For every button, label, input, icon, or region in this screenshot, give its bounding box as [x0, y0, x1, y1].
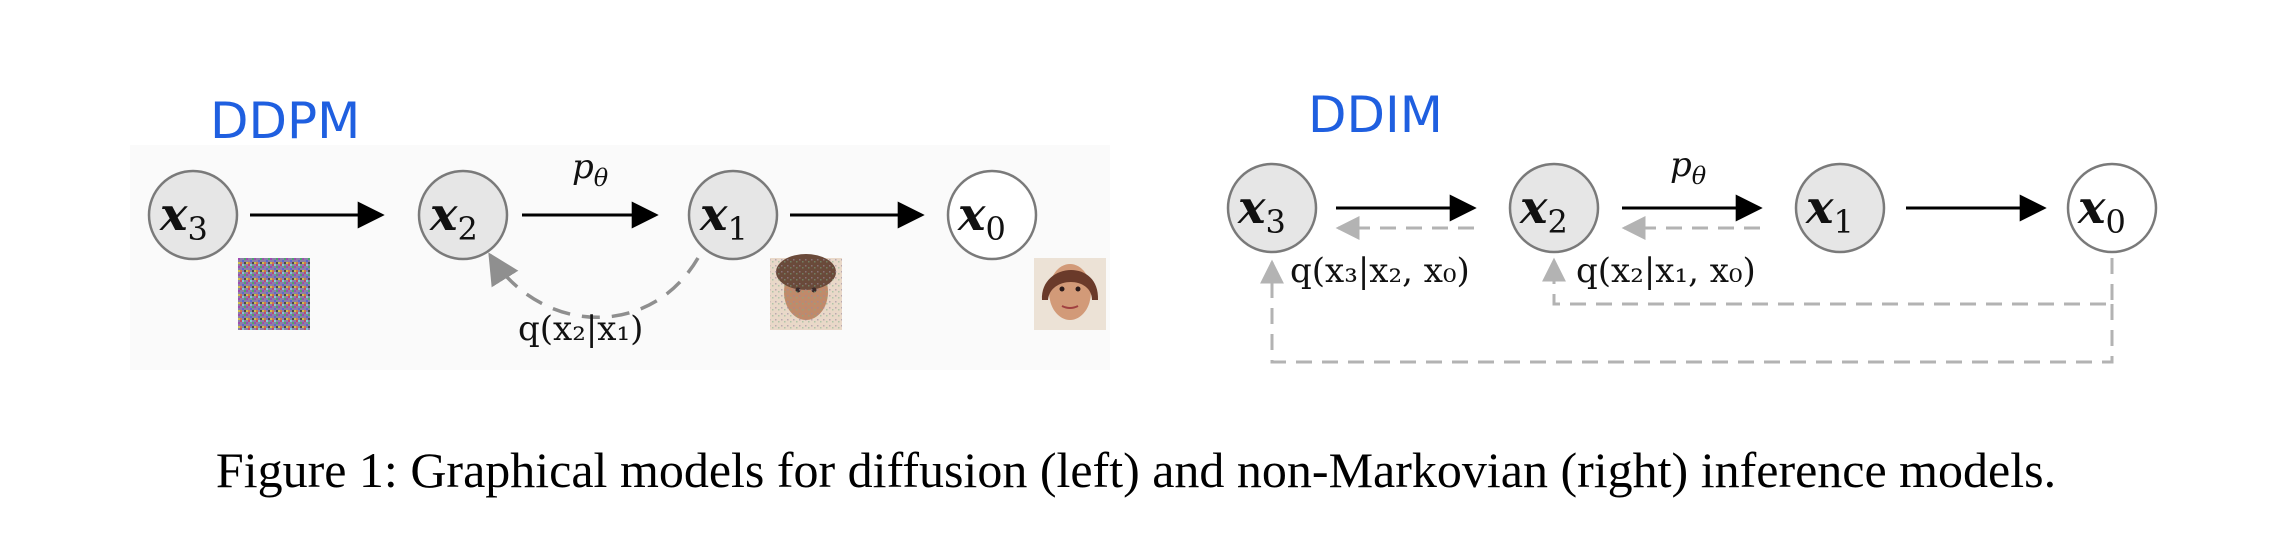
- figure-caption: Figure 1: Graphical models for diffusion…: [216, 442, 2056, 498]
- svg-text:x1: x1: [699, 187, 748, 248]
- noisy-face-image: [770, 254, 842, 330]
- ddim-x0-to-x2-edge: [1542, 257, 2114, 306]
- ddim-node-x2: x2: [1508, 162, 1600, 254]
- ddpm-reverse-edge-x1-x2: [488, 252, 700, 319]
- ddpm-node-x0: x0: [946, 169, 1038, 261]
- svg-text:x3: x3: [1237, 180, 1286, 241]
- svg-text:x1: x1: [1805, 180, 1854, 241]
- ddpm-node-x1: x1: [687, 169, 779, 261]
- svg-text:x2: x2: [429, 187, 478, 248]
- ddpm-forward-label: pθ: [572, 147, 609, 192]
- ddpm-reverse-label: q(x₂|x₁): [518, 309, 643, 349]
- svg-text:x0: x0: [2077, 180, 2126, 241]
- ddpm-node-x3: x3: [147, 169, 239, 261]
- svg-text:x2: x2: [1519, 180, 1568, 241]
- noise-image: [238, 258, 310, 330]
- ddim-inference-label-x3: q(x₃|x₂, x₀): [1290, 251, 1470, 291]
- ddim-node-x3: x3: [1226, 162, 1318, 254]
- svg-text:x3: x3: [159, 187, 208, 248]
- ddim-node-x1: x1: [1794, 162, 1886, 254]
- ddpm-handwritten-label: DDPM: [210, 92, 360, 150]
- ddim-handwritten-label: DDIM: [1308, 86, 1443, 144]
- clean-face-image: [1034, 258, 1106, 330]
- left-panel-background: [130, 145, 1110, 370]
- ddim-diagram: x3 x2 x1 x0 pθ q(x₃|x₂, x₀) q(x₂|x₁, x₀): [1226, 145, 2158, 364]
- ddim-forward-label: pθ: [1670, 145, 1707, 190]
- ddim-x0-to-x3-edge: [1260, 259, 2114, 364]
- svg-text:x0: x0: [957, 187, 1006, 248]
- ddpm-node-x2: x2: [417, 169, 509, 261]
- ddpm-diagram: x3 x2 x1 x0 pθ q(x₂|x₁): [147, 147, 1106, 349]
- ddim-inference-label-x2: q(x₂|x₁, x₀): [1576, 251, 1756, 291]
- ddim-node-x0: x0: [2066, 162, 2158, 254]
